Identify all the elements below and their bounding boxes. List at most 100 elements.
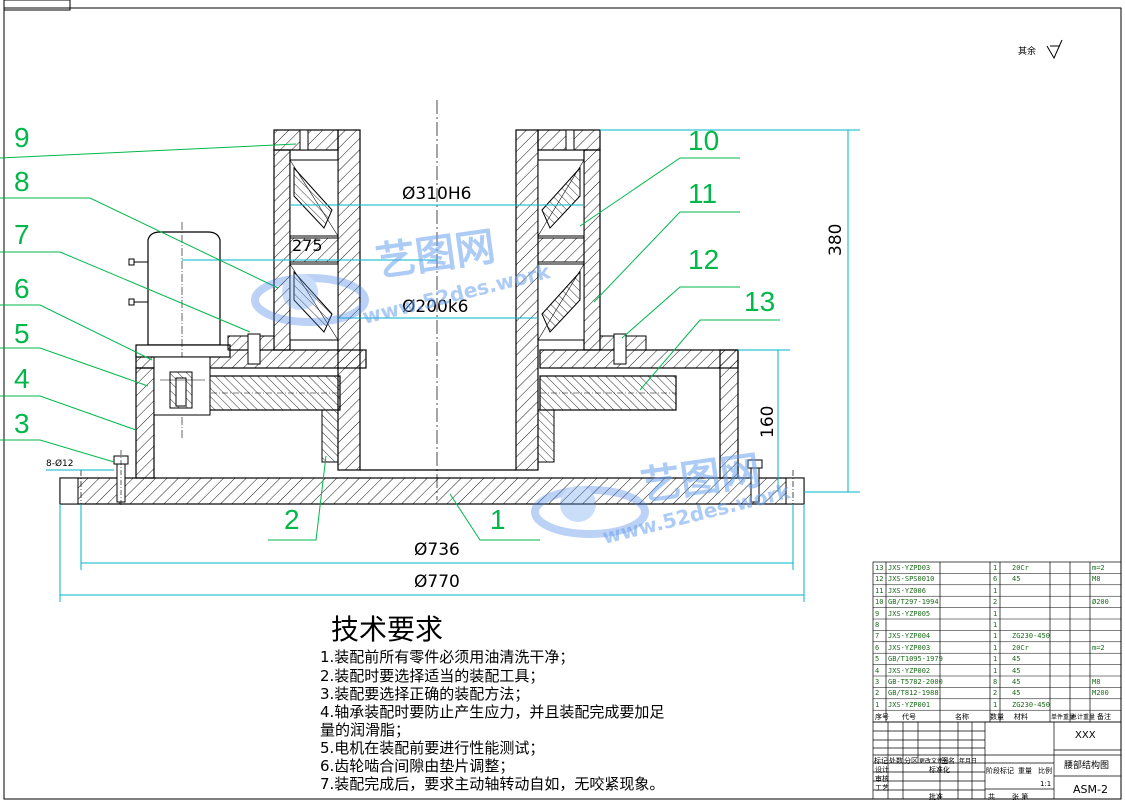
top-left-tab [3, 0, 71, 11]
dim-h380: 380 [826, 223, 846, 256]
callout-8: 8 [14, 166, 30, 197]
bom-cell-qty: 1 [993, 564, 998, 572]
bom-cell-code: GB/T297-1994 [888, 598, 939, 607]
bom-cell-code: GB/T812-1988 [888, 689, 939, 698]
bearing-lower-right-icon [537, 263, 585, 341]
dim-d736: Ø736 [414, 540, 460, 560]
bearing-upper-right-icon [537, 159, 585, 237]
bom-cell-no: 10 [875, 598, 884, 607]
dimension-lines [46, 129, 860, 602]
revision-label: 年月日 [959, 758, 978, 765]
callout-5: 5 [14, 318, 30, 349]
bom-cell-mat: 20Cr [1012, 564, 1029, 572]
bearing-housing [273, 149, 601, 351]
bom-header-unit-weight: 单件重量 [1051, 714, 1076, 721]
bom-header-no: 序号 [875, 713, 889, 721]
tech-line: 6.齿轮啮合间隙由垫片调整； [320, 757, 515, 775]
tech-line: 7.装配完成后，要求主动轴转动自如，无咬紧现象。 [320, 775, 665, 793]
stage-label: 阶段标记 [986, 767, 1014, 775]
bom-cell-no: 9 [875, 609, 880, 618]
scale-value: 1:1 [1040, 780, 1052, 788]
bom-cell-no: 6 [875, 643, 880, 652]
screw-right-icon [599, 333, 647, 365]
base-plate [59, 470, 805, 512]
bom-cell-qty: 2 [993, 689, 998, 698]
bom-cell-mat: 20Cr [1012, 643, 1029, 652]
role-label: 设计 [875, 766, 889, 774]
watermark-logo-icon-2 [531, 486, 649, 538]
callout-4: 4 [14, 363, 30, 394]
bearing-lower-left-icon [289, 263, 339, 341]
bom-cell-note: m=2 [1092, 643, 1105, 652]
drawing-number: ASM-2 [1073, 783, 1108, 796]
scale-label: 比例 [1038, 767, 1052, 775]
revision-label: 标记 [874, 757, 888, 765]
callout-2: 2 [284, 504, 300, 535]
bom-cell-qty: 1 [993, 621, 998, 629]
bom-cell-code: JXS-YZP002 [888, 666, 931, 675]
bom-cell-no: 2 [875, 689, 880, 698]
tech-line: 5.电机在装配前要进行性能测试； [320, 739, 545, 757]
bom-header-code: 代号 [902, 713, 916, 721]
dim-bolt: 8-Ø12 [46, 459, 74, 469]
role-label: 工艺 [875, 784, 889, 792]
bom-header-total-weight: 总计重量 [1071, 714, 1096, 721]
bom-cell-no: 4 [875, 666, 880, 675]
surface-finish-icon [1046, 39, 1063, 60]
bom-cell-qty: 1 [993, 643, 998, 652]
bolt-right-icon [747, 459, 763, 503]
bom-cell-qty: 8 [993, 678, 998, 686]
dim-d200: Ø200k6 [402, 297, 469, 317]
dim-h160: 160 [758, 405, 778, 438]
bom-cell-mat: 45 [1012, 689, 1021, 698]
sheet-border [3, 7, 1122, 800]
tech-line: 量的润滑脂； [320, 721, 411, 739]
bom-cell-mat: 45 [1012, 575, 1021, 584]
top-flange [273, 129, 601, 151]
bom-header-material: 材料 [1014, 713, 1028, 721]
bom-cell-qty: 1 [993, 666, 998, 675]
callout-3: 3 [14, 408, 30, 439]
bom-cell-code: JXS-YZP003 [888, 643, 931, 652]
bom-cell-code: JXS-SPS0010 [888, 575, 935, 584]
bom-cell-no: 13 [875, 564, 884, 572]
bom-cell-qty: 1 [993, 586, 998, 595]
bom-cell-qty: 1 [993, 632, 998, 641]
bom-cell-no: 11 [875, 586, 884, 595]
bom-cell-no: 12 [875, 575, 884, 584]
bom-cell-no: 1 [875, 700, 880, 709]
bom-cell-mat: ZG230-450 [1012, 632, 1050, 641]
leader-lines [0, 143, 780, 541]
bom-cell-mat: 45 [1012, 666, 1021, 675]
bom-header-name: 名称 [955, 713, 969, 721]
tech-line: 1.装配前所有零件必须用油清洗干净； [320, 648, 575, 666]
pinion-gear [153, 356, 211, 416]
watermark-logo-icon [251, 274, 369, 326]
bolt-left-icon [113, 450, 129, 506]
role-label: 审核 [875, 775, 889, 783]
callout-1: 1 [490, 504, 506, 535]
housing-right [539, 349, 739, 479]
bom-cell-no: 3 [875, 678, 880, 686]
bearing-upper-left-icon [289, 159, 339, 237]
bom-cell-qty: 1 [993, 655, 998, 664]
tech-line: 4.轴承装配时要防止产生应力，并且装配完成要加足 [320, 703, 665, 721]
callout-6: 6 [14, 273, 30, 304]
bom-cell-mat: 45 [1012, 678, 1021, 686]
callout-12: 12 [688, 244, 720, 275]
hollow-shaft [337, 100, 539, 500]
bom-cell-code: JXS-YZPD03 [888, 564, 931, 572]
revision-label: 分区 [904, 757, 918, 765]
drawing-title: 腰部结构图 [1064, 761, 1110, 771]
bom-cell-note: Ø200 [1092, 598, 1109, 607]
company-name: XXX [1075, 730, 1096, 741]
title-block-grid [872, 721, 1122, 800]
bom-cell-no: 8 [875, 621, 880, 629]
weight-label: 重量 [1018, 767, 1032, 775]
bom-cell-note: m=2 [1092, 564, 1105, 572]
callout-7: 7 [14, 219, 30, 250]
sheet-number: 张 第 [1012, 793, 1029, 801]
bom-cell-note: M8 [1092, 575, 1101, 584]
revision-label: 更改文件号 [919, 758, 950, 765]
